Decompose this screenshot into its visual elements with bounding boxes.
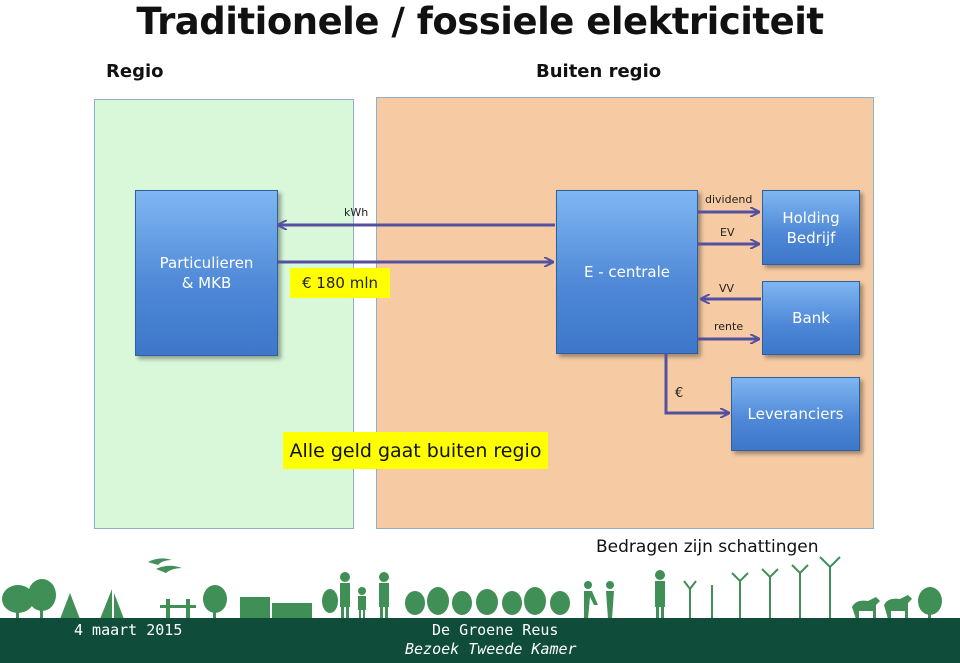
holding-box: Holding Bedrijf bbox=[762, 190, 860, 265]
money-badge: € 180 mln bbox=[290, 268, 390, 298]
bank-label: Bank bbox=[792, 309, 830, 327]
landscape-illustration bbox=[2, 556, 942, 619]
leveranciers-arrow bbox=[664, 353, 728, 413]
vv-label: VV bbox=[719, 282, 735, 295]
euro-label: € bbox=[675, 386, 684, 401]
kwh-label: kWh bbox=[344, 206, 369, 219]
buiten-regio-label: Buiten regio bbox=[536, 61, 662, 82]
footer-date: 4 maart 2015 bbox=[74, 621, 183, 639]
particulieren-label: Particulieren & MKB bbox=[159, 254, 254, 292]
footer-event: Bezoek Tweede Kamer bbox=[405, 640, 577, 658]
page-title: Traditionele / fossiele elektriciteit bbox=[136, 0, 824, 43]
bird-icon bbox=[156, 565, 182, 573]
footer-bar bbox=[0, 618, 960, 663]
bird-icon bbox=[148, 558, 172, 565]
leveranciers-box: Leveranciers bbox=[731, 377, 860, 451]
rente-label: rente bbox=[714, 320, 744, 333]
claim-highlight: Alle geld gaat buiten regio bbox=[283, 432, 548, 469]
regio-label: Regio bbox=[106, 61, 164, 82]
leveranciers-label: Leveranciers bbox=[747, 405, 844, 423]
estimate-note: Bedragen zijn schattingen bbox=[596, 537, 819, 557]
particulieren-box: Particulieren & MKB bbox=[135, 190, 278, 356]
centrale-box: E - centrale bbox=[556, 190, 698, 354]
centrale-label: E - centrale bbox=[583, 263, 671, 281]
footer-org: De Groene Reus bbox=[432, 621, 559, 639]
ev-label: EV bbox=[720, 226, 735, 239]
dividend-label: dividend bbox=[705, 193, 753, 206]
bank-box: Bank bbox=[762, 281, 860, 355]
holding-label: Holding Bedrijf bbox=[782, 208, 840, 247]
